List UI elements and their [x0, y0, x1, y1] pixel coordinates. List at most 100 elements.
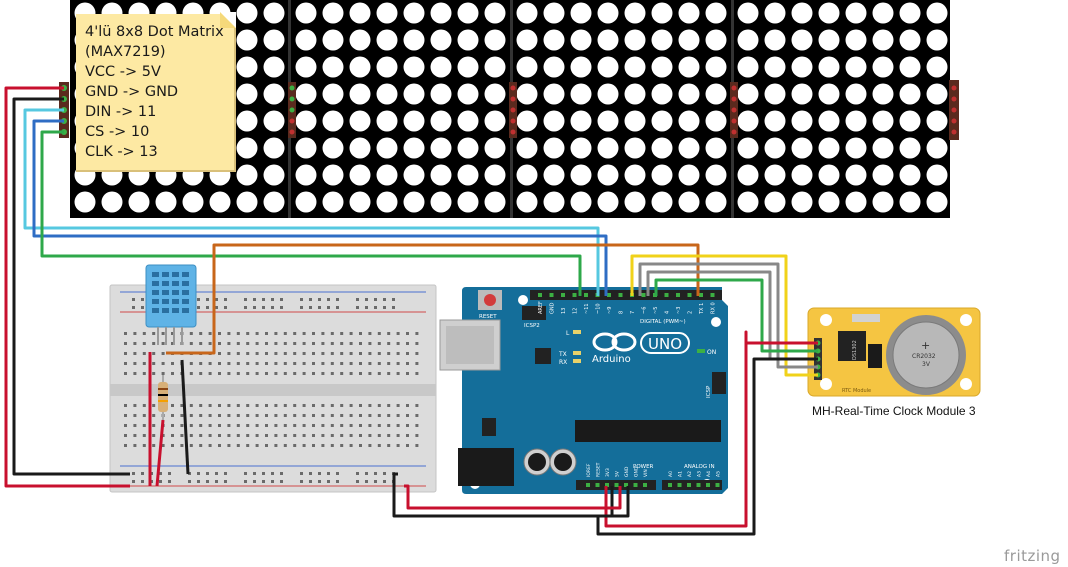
matrix-dot — [651, 137, 673, 159]
matrix-dot — [597, 56, 619, 78]
matrix-dot — [651, 29, 673, 51]
breadboard-hole — [208, 444, 212, 447]
breadboard-rail-hole — [262, 480, 265, 483]
digital-pin — [572, 293, 577, 297]
breadboard-rail-hole — [374, 472, 377, 475]
breadboard-hole — [246, 444, 250, 447]
breadboard-hole — [312, 444, 315, 447]
breadboard-hole — [227, 342, 231, 345]
breadboard-hole — [124, 424, 127, 427]
matrix-dot — [705, 29, 727, 51]
matrix-dot — [430, 83, 452, 105]
matrix-dot — [845, 191, 867, 213]
rtc-caption: MH-Real-Time Clock Module 3 — [812, 404, 976, 418]
breadboard-hole — [236, 404, 240, 407]
breadboard-rail-hole — [215, 306, 218, 309]
breadboard-hole — [283, 424, 287, 427]
digital-pin — [687, 293, 692, 297]
breadboard-hole — [368, 444, 372, 447]
matrix-dot — [484, 29, 506, 51]
breadboard-hole — [199, 362, 203, 365]
matrix-dot — [236, 2, 258, 24]
breadboard-hole — [189, 332, 193, 335]
breadboard-hole — [387, 332, 391, 335]
matrix-dot — [376, 137, 398, 159]
matrix-dot — [678, 29, 700, 51]
breadboard-rail-hole — [244, 472, 247, 475]
matrix-dot — [516, 110, 538, 132]
breadboard-hole — [180, 424, 184, 427]
breadboard-hole — [246, 342, 250, 345]
breadboard-hole — [133, 424, 137, 427]
breadboard-rail-hole — [262, 472, 265, 475]
matrix-dot — [845, 164, 867, 186]
digital-pin — [607, 293, 611, 297]
matrix-dot — [818, 137, 840, 159]
matrix-dot — [651, 56, 673, 78]
breadboard-rail-hole — [327, 480, 330, 483]
power-pin-label: 3V3 — [605, 468, 611, 477]
matrix-dot — [818, 2, 840, 24]
breadboard-rail-hole — [215, 480, 218, 483]
matrix-dot — [791, 191, 813, 213]
breadboard-rail-hole — [253, 472, 256, 475]
breadboard-hole — [171, 372, 174, 375]
breadboard-hole — [124, 362, 127, 365]
breadboard-hole — [142, 372, 146, 375]
power-pin — [624, 483, 628, 487]
breadboard-hole — [199, 372, 203, 375]
matrix-dot — [764, 164, 786, 186]
breadboard-hole — [340, 424, 344, 427]
breadboard-hole — [302, 404, 306, 407]
breadboard-hole — [218, 404, 221, 407]
breadboard-hole — [246, 434, 250, 437]
digital-pin — [699, 293, 703, 297]
breadboard-hole — [246, 414, 250, 417]
matrix-dot — [926, 83, 948, 105]
matrix-dot — [263, 56, 285, 78]
matrix-dot — [430, 2, 452, 24]
breadboard-hole — [377, 372, 381, 375]
breadboard-hole — [152, 444, 156, 447]
analog-pin-label: A3 — [697, 471, 703, 477]
breadboard-hole — [377, 434, 381, 437]
breadboard-hole — [152, 434, 156, 437]
matrix-dot — [926, 110, 948, 132]
matrix-dot — [926, 137, 948, 159]
breadboard-hole — [142, 332, 146, 335]
breadboard-hole — [283, 372, 287, 375]
matrix-dot — [263, 2, 285, 24]
breadboard-hole — [302, 332, 306, 335]
breadboard-rail-hole — [206, 472, 209, 475]
matrix-dot — [236, 83, 258, 105]
breadboard-hole — [236, 342, 240, 345]
matrix-dot — [263, 191, 285, 213]
breadboard-hole — [246, 372, 250, 375]
breadboard-hole — [246, 424, 250, 427]
breadboard-hole — [406, 424, 409, 427]
digital-pin-label: 2 — [688, 311, 694, 314]
matrix-dot — [236, 164, 258, 186]
wire-bb-jumper-red2 — [155, 419, 165, 487]
breadboard-hole — [387, 342, 391, 345]
breadboard-hole — [293, 352, 297, 355]
breadboard-rail-hole — [215, 472, 218, 475]
breadboard-rail-hole — [271, 298, 274, 301]
matrix-dot — [543, 2, 565, 24]
matrix-dot — [403, 137, 425, 159]
matrix-dot — [737, 56, 759, 78]
breadboard-hole — [142, 434, 146, 437]
breadboard-hole — [274, 362, 278, 365]
breadboard-hole — [359, 352, 362, 355]
breadboard-hole — [387, 372, 391, 375]
breadboard-hole — [199, 444, 203, 447]
breadboard-hole — [171, 424, 174, 427]
breadboard-hole — [359, 404, 362, 407]
bottom-header-pins — [586, 483, 720, 487]
matrix-dot — [899, 29, 921, 51]
matrix-dot — [570, 110, 592, 132]
breadboard-hole — [161, 352, 165, 355]
breadboard-hole — [218, 332, 221, 335]
digital-pin-label: 4 — [665, 311, 671, 314]
wire-dht-orange — [166, 243, 700, 355]
